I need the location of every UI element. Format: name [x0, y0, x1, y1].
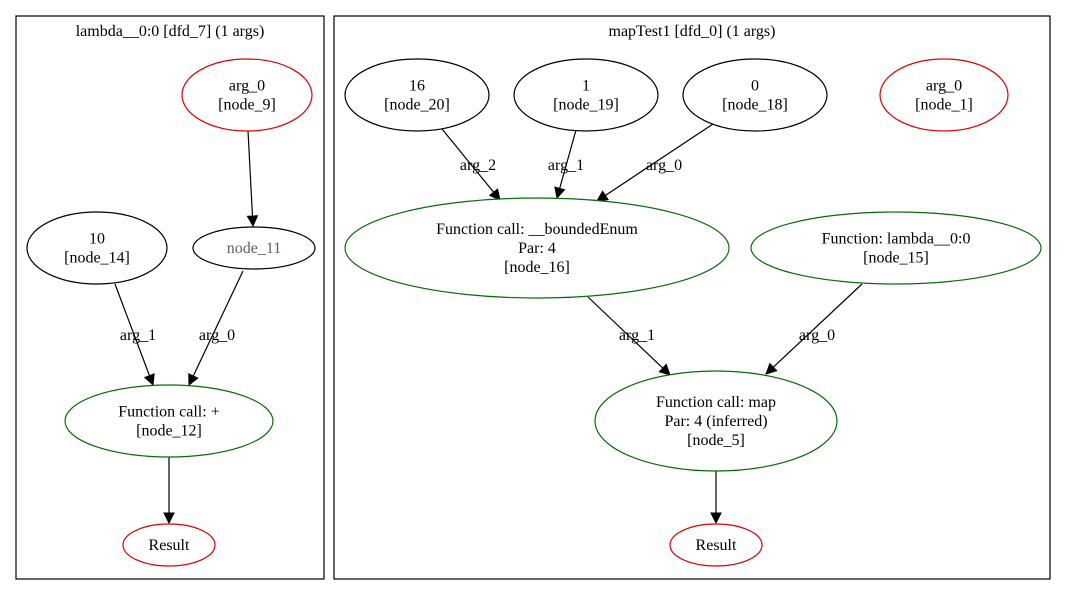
edge-label: arg_0: [646, 157, 682, 174]
arrowhead-icon: [765, 362, 778, 375]
node-n14[interactable]: 10 [node_14]: [26, 211, 168, 285]
node-ellipse: [344, 197, 730, 299]
node-ellipse: [750, 211, 1042, 285]
edge-label: arg_1: [548, 157, 584, 174]
cluster-lambda: lambda__0:0 [dfd_7] (1 args): [15, 15, 325, 580]
node-ellipse: [594, 370, 838, 472]
node-label-line: 0: [751, 78, 759, 95]
edge-e-9-11: [246, 130, 259, 228]
edge-line: [587, 296, 664, 369]
arrowhead-icon: [163, 512, 175, 525]
node-label-line: [node_14]: [64, 250, 130, 267]
node-ellipse: [513, 58, 659, 132]
edge-line: [559, 129, 577, 189]
node-label-line: node_11: [227, 240, 282, 257]
node-ellipse: [344, 58, 490, 132]
node-ellipse: [64, 384, 274, 458]
edge-e-18-16: arg_0: [596, 121, 717, 202]
edge-line: [192, 270, 244, 377]
edge-e-20-16: arg_2: [441, 128, 501, 201]
node-label-line: [node_20]: [384, 97, 450, 114]
cluster-lambda-title: lambda__0:0 [dfd_7] (1 args): [76, 23, 265, 40]
node-label-line: [node_16]: [504, 259, 570, 276]
arrowhead-icon: [488, 188, 501, 201]
node-n11[interactable]: node_11: [192, 226, 316, 270]
arrowhead-icon: [658, 363, 671, 376]
node-ellipse: [192, 226, 316, 270]
node-n1[interactable]: arg_0 [node_1]: [879, 58, 1009, 132]
node-label-line: arg_0: [926, 78, 962, 95]
edge-label: arg_1: [619, 327, 655, 344]
edge-line: [604, 121, 717, 196]
arrowhead-icon: [143, 373, 155, 387]
node-label-line: 1: [582, 78, 590, 95]
node-label-line: [node_19]: [553, 97, 619, 114]
edge-e-19-16: arg_1: [548, 129, 584, 200]
node-label-line: 10: [89, 231, 105, 248]
node-label-line: arg_0: [229, 78, 265, 95]
cluster-maptest1: mapTest1 [dfd_0] (1 args): [333, 15, 1051, 580]
edges: arg_1 arg_0 arg_2 arg_1 arg_0 arg_1 arg_0: [114, 121, 863, 525]
node-label-line: [node_12]: [136, 423, 202, 440]
edge-e-11-12: arg_0: [188, 270, 244, 387]
edge-line: [441, 128, 495, 193]
edge-label: arg_0: [199, 327, 235, 344]
node-label-line: Par: 4 (inferred): [664, 413, 767, 430]
node-label-line: [node_9]: [218, 97, 276, 114]
edge-line: [114, 283, 151, 376]
edge-line: [247, 130, 254, 217]
node-label-line: Par: 4: [518, 240, 556, 257]
arrowhead-icon: [554, 186, 566, 200]
node-label-line: 16: [409, 78, 425, 95]
arrowhead-icon: [596, 190, 609, 202]
node-n20[interactable]: 16 [node_20]: [344, 58, 490, 132]
nodes: arg_0[node_9]node_1110[node_14]Function …: [26, 58, 1042, 567]
node-n12[interactable]: Function call: + [node_12]: [64, 384, 274, 458]
edge-label: arg_2: [460, 157, 496, 174]
node-ellipse: [181, 58, 313, 132]
node-ellipse: [879, 58, 1009, 132]
node-label-line: [node_1]: [915, 97, 973, 114]
node-label-line: [node_18]: [722, 97, 788, 114]
edge-line: [772, 283, 863, 368]
cluster-maptest1-title: mapTest1 [dfd_0] (1 args): [609, 23, 776, 40]
node-label-line: Function: lambda__0:0: [822, 231, 971, 248]
node-label-line: Function call: map: [656, 394, 776, 411]
node-n18[interactable]: 0 [node_18]: [682, 58, 828, 132]
node-resR[interactable]: Result: [669, 523, 763, 567]
node-resL[interactable]: Result: [122, 523, 216, 567]
arrowhead-icon: [246, 215, 259, 228]
node-n9[interactable]: arg_0 [node_9]: [181, 58, 313, 132]
node-label-line: Function call: +: [118, 404, 219, 421]
node-label-line: [node_5]: [687, 432, 745, 449]
edge-label: arg_0: [799, 327, 835, 344]
node-ellipse: [669, 523, 763, 567]
node-label-line: [node_15]: [863, 250, 929, 267]
node-ellipse: [122, 523, 216, 567]
node-ellipse: [26, 211, 168, 285]
node-label-line: Result: [696, 537, 737, 554]
node-n15[interactable]: Function: lambda__0:0 [node_15]: [750, 211, 1042, 285]
edge-e-15-5: arg_0: [765, 283, 863, 375]
edge-e-16-5: arg_1: [587, 296, 671, 376]
edge-e-14-12: arg_1: [114, 283, 156, 387]
edge-e-12-resL: [163, 457, 175, 525]
node-n19[interactable]: 1 [node_19]: [513, 58, 659, 132]
arrowhead-icon: [188, 373, 199, 387]
edge-e-5-resR: [710, 471, 722, 525]
node-label-line: Result: [149, 537, 190, 554]
node-ellipse: [682, 58, 828, 132]
edge-label: arg_1: [120, 327, 156, 344]
arrowhead-icon: [710, 512, 722, 525]
node-label-line: Function call: __boundedEnum: [436, 221, 638, 238]
